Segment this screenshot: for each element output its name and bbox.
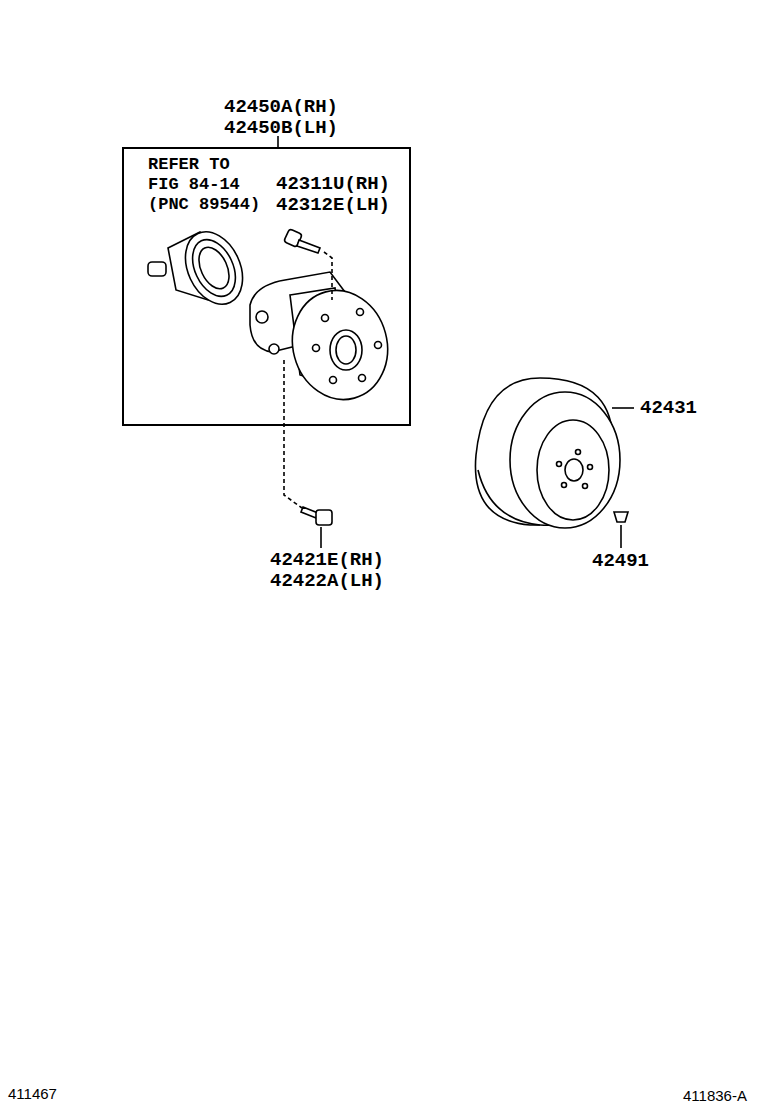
callout-number: 42491 [592, 551, 649, 572]
leader-line [284, 360, 302, 508]
figure-number: 411467 [8, 1085, 57, 1102]
bearing-sleeve [148, 223, 254, 314]
leader-line [320, 527, 322, 548]
callout-number: 42431 [640, 398, 697, 419]
assembly-number: 42450A(RH) 42450B(LH) [224, 97, 338, 139]
leader-line [324, 252, 332, 300]
hub-bolt [284, 229, 320, 253]
leader-line [612, 407, 634, 409]
clip [614, 512, 628, 522]
hub-bolt [301, 507, 332, 525]
reference-note: REFER TO FIG 84-14 (PNC 89544) [148, 155, 265, 215]
figure-number: 411836-A [683, 1087, 747, 1104]
callout-number: 42311U(RH) 42312E(LH) [276, 174, 390, 216]
callout-number: 42421E(RH) 42422A(LH) [270, 550, 384, 592]
hub-assembly [250, 272, 400, 410]
disc-rotor [475, 378, 620, 528]
leader-line [620, 525, 622, 548]
